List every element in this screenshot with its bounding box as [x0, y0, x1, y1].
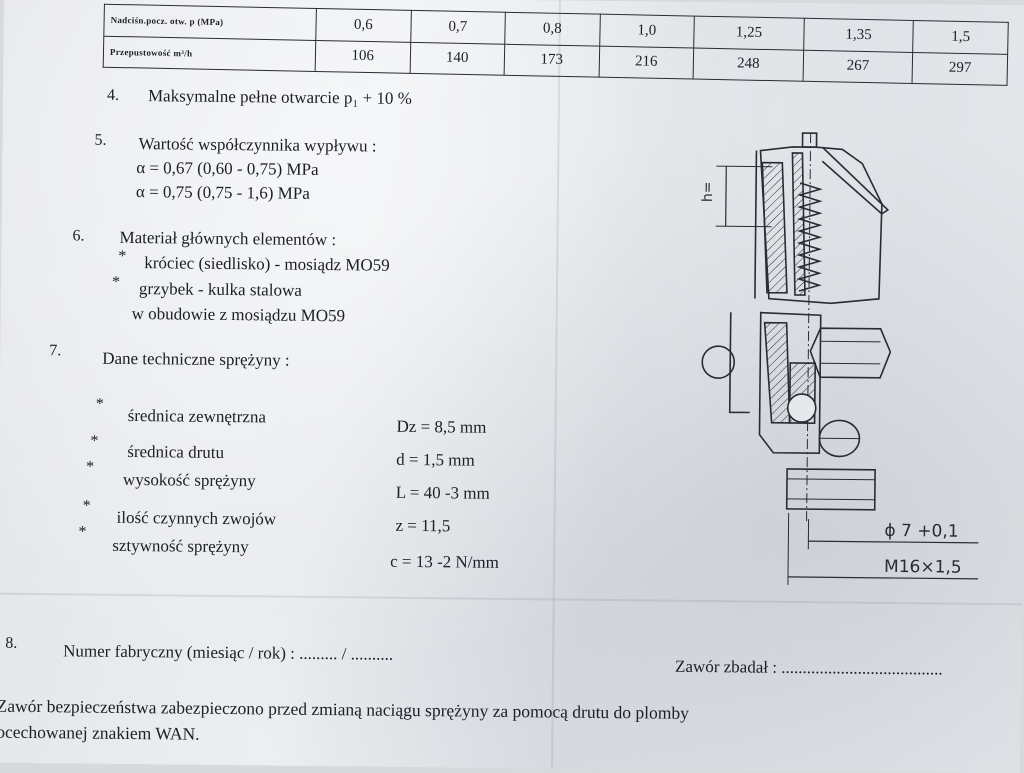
spring-spec-label: sztywność sprężyny — [112, 536, 249, 557]
bullet-icon: * — [112, 274, 120, 292]
table-header-flow: Przepustowość m³/h — [103, 36, 316, 72]
item-number: 7. — [49, 342, 61, 360]
table-cell: 267 — [803, 50, 913, 84]
spring-spec-value: L = 40 -3 mm — [396, 483, 490, 504]
bullet-icon: * — [78, 523, 86, 541]
item-6-line-1: króciec (siedlisko) - mosiądz MO59 — [144, 253, 390, 276]
item-6-line-2: grzybek - kulka stalowa — [139, 279, 302, 301]
spring-spec-value: z = 11,5 — [395, 516, 450, 537]
footer-line-1: Zawór bezpieczeństwa zabezpieczono przed… — [0, 696, 689, 724]
item-7-title: Dane techniczne sprężyny : — [102, 349, 290, 371]
item-8-inspected-by: Zawór zbadał : .........................… — [675, 657, 943, 680]
table-cell: 0,6 — [316, 8, 411, 41]
spring-spec-value: Dz = 8,5 mm — [396, 417, 486, 438]
table-cell: 1,5 — [913, 20, 1008, 53]
item-5-title: Wartość współczynnika wypływu : — [138, 134, 376, 156]
item-6-title: Materiał głównych elementów : — [119, 228, 336, 250]
table-header-pressure: Nadciśn.pocz. otw. p (MPa) — [104, 4, 317, 40]
table-cell: 216 — [599, 46, 694, 79]
spring-spec-value: d = 1,5 mm — [396, 450, 475, 471]
fold-crease — [551, 0, 561, 768]
dimension-thread-label: M16×1,5 — [884, 557, 962, 578]
item-4-text: Maksymalne pełne otwarcie p₁ + 10 % — [148, 86, 412, 109]
table-cell: 297 — [912, 52, 1007, 85]
spring-spec-label: średnica zewnętrzna — [128, 406, 266, 427]
bullet-icon: * — [86, 459, 94, 477]
bullet-icon: * — [90, 433, 98, 451]
spring-spec-label: ilość czynnych zwojów — [116, 508, 276, 530]
item-5-line-2: α = 0,75 (0,75 - 1,6) MPa — [136, 182, 310, 204]
valve-technical-drawing: h= ϕ 7 +0,1 M16×1,5 — [688, 122, 993, 595]
table-cell: 0,7 — [410, 10, 505, 43]
table-cell: 1,35 — [803, 18, 913, 52]
table-cell: 173 — [504, 44, 599, 77]
item-number: 6. — [72, 227, 84, 245]
item-5-line-1: α = 0,67 (0,60 - 0,75) MPa — [136, 158, 319, 180]
bullet-icon: * — [118, 248, 126, 266]
table-cell: 1,25 — [694, 16, 804, 50]
item-number: 4. — [107, 87, 119, 105]
spring-spec-label: wysokość sprężyny — [123, 470, 256, 491]
table-cell: 140 — [410, 42, 505, 75]
table-cell: 248 — [693, 48, 803, 82]
item-number: 8. — [5, 635, 17, 653]
pressure-flow-table: Nadciśn.pocz. otw. p (MPa) 0,6 0,7 0,8 1… — [103, 4, 1009, 86]
footer-line-2: ocechowanej znakiem WAN. — [0, 722, 200, 745]
valve-drawing-svg: h= ϕ 7 +0,1 M16×1,5 — [688, 122, 993, 595]
bullet-icon: * — [83, 498, 91, 516]
table-cell: 1,0 — [599, 14, 694, 47]
bullet-icon: * — [96, 396, 104, 414]
item-8-serial-number: Numer fabryczny (miesiąc / rok) : ......… — [63, 641, 393, 664]
table-cell: 0,8 — [505, 12, 600, 45]
item-number: 5. — [94, 132, 106, 150]
spring-spec-label: średnica drutu — [127, 442, 224, 463]
dimension-phi-label: ϕ 7 +0,1 — [884, 521, 958, 542]
fold-crease — [0, 593, 1022, 606]
item-6-line-3: w obudowie z mosiądzu MO59 — [132, 304, 346, 326]
dimension-h-label: h= — [700, 181, 716, 202]
spring-spec-value: c = 13 -2 N/mm — [390, 552, 499, 573]
table-cell: 106 — [315, 40, 410, 73]
